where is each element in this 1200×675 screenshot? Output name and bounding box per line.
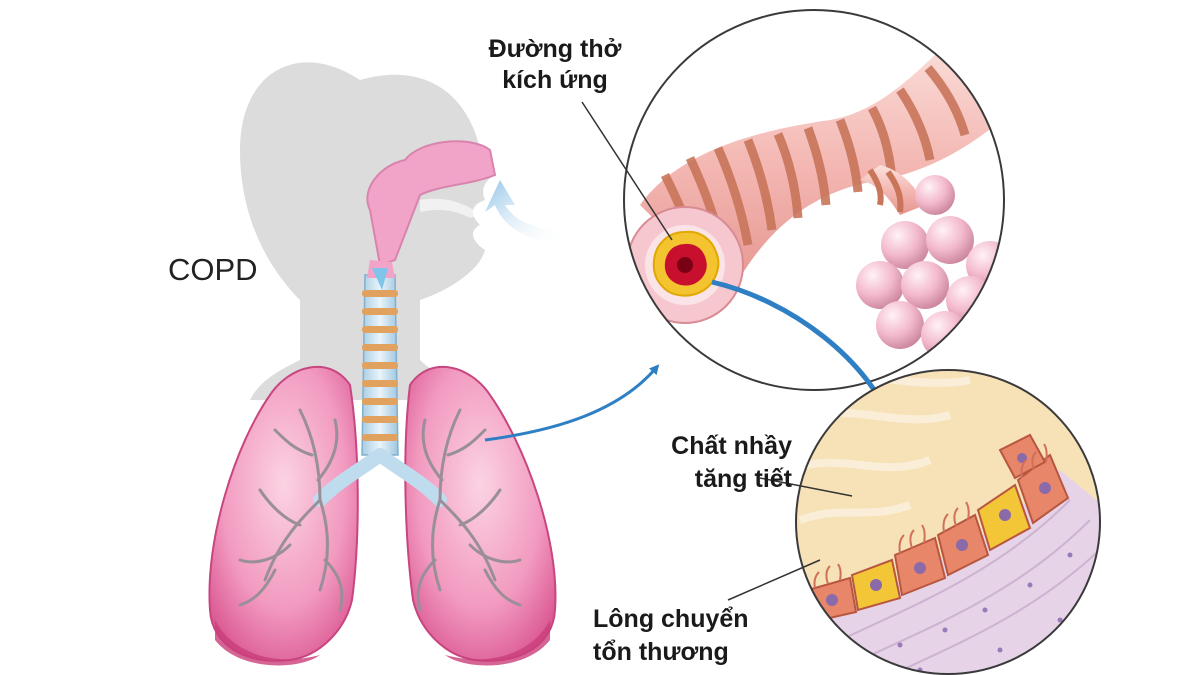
cilia-label: Lông chuyển tổn thương bbox=[593, 603, 793, 669]
mucus-line-2: tăng tiết bbox=[694, 465, 792, 493]
zoom-arrow-lung bbox=[484, 364, 660, 442]
irritated-airway-line-1: Đường thở bbox=[488, 35, 622, 63]
cilia-line-2: tổn thương bbox=[593, 638, 729, 666]
mucus-line-1: Chất nhầy bbox=[671, 432, 792, 460]
damaged-cilia bbox=[813, 443, 1048, 589]
irritated-airway-line-2: kích ứng bbox=[502, 66, 608, 94]
cilia-pointer-line bbox=[727, 559, 821, 601]
bronchial-tree bbox=[238, 408, 522, 612]
cellular-detail-circle bbox=[795, 369, 1101, 675]
mucus-label: Chất nhầy tăng tiết bbox=[612, 430, 792, 496]
air-flow-arrow bbox=[485, 180, 560, 245]
copd-label: COPD bbox=[168, 252, 258, 287]
airway-pointer-line bbox=[581, 101, 673, 241]
upper-airway bbox=[366, 140, 497, 267]
trachea bbox=[361, 260, 399, 456]
irritated-airway-label: Đường thở kích ứng bbox=[470, 34, 640, 96]
right-lung bbox=[404, 366, 557, 666]
airway-detail-circle bbox=[623, 9, 1005, 391]
mucus-pointer-line bbox=[759, 477, 853, 497]
cilia-line-1: Lông chuyển bbox=[593, 605, 749, 633]
airway-cross-section bbox=[626, 206, 744, 324]
